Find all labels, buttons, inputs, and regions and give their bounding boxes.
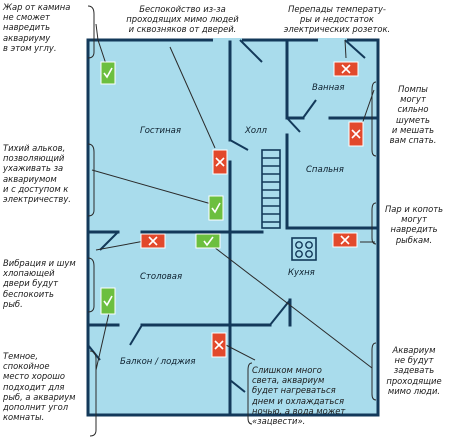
bad-marker-bathroom — [333, 61, 359, 77]
good-marker-living-corner — [100, 61, 116, 85]
room-label-hall: Холл — [245, 126, 267, 136]
markers — [100, 61, 364, 358]
good-marker-hall-passage — [195, 233, 221, 249]
wall-hall-kitchen — [228, 226, 380, 234]
staircase — [261, 149, 281, 229]
room-label-bath: Ванная — [312, 83, 345, 93]
room-label-balcony: Балкон / лоджия — [120, 357, 196, 367]
bad-marker-door-wall — [212, 149, 228, 175]
room-label-bedroom: Спальня — [306, 165, 344, 175]
good-marker-alcove — [208, 195, 224, 221]
room-label-kitchen: Кухня — [288, 268, 315, 278]
bad-marker-bedroom-wall — [348, 121, 364, 147]
room-label-living: Гостиная — [140, 126, 181, 136]
bad-marker-balcony — [211, 332, 227, 358]
good-marker-dining-corner — [100, 287, 116, 315]
room-label-dining: Столовая — [140, 272, 183, 282]
stove-icon — [291, 237, 317, 261]
bad-marker-dining-door — [140, 233, 166, 249]
bad-marker-kitchen-stove — [332, 232, 358, 248]
